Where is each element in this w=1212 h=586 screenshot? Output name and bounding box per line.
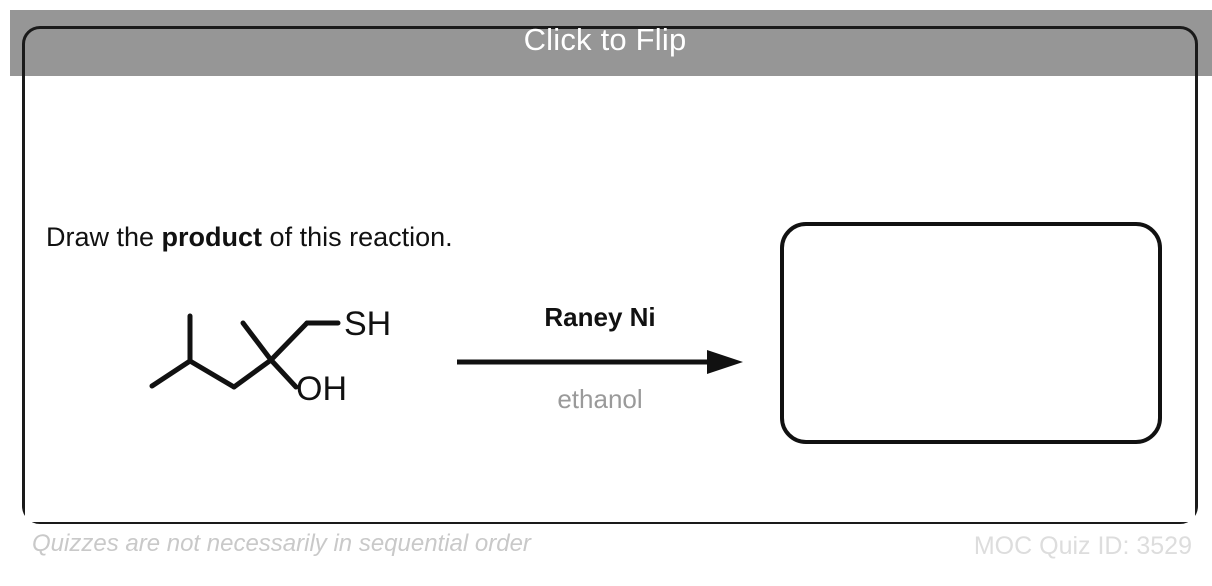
bond-methyl-to-ch [149, 358, 193, 389]
reaction-arrow-icon [457, 350, 743, 374]
prompt-text-before: Draw the [46, 222, 162, 252]
flashcard[interactable] [22, 26, 1198, 524]
bond-cq-to-methyl [240, 320, 274, 363]
bond-ch-to-ch2 [187, 358, 237, 390]
reaction-arrow-block: Raney Ni ethanol [455, 300, 755, 430]
header-band [10, 10, 1212, 76]
prompt-text-after: of this reaction. [262, 222, 453, 252]
bond-cq-to-ch2sh [268, 320, 310, 363]
solvent-label-ethanol: ethanol [557, 384, 643, 414]
label-sh: SH [344, 305, 391, 343]
reagent-label-raney-ni: Raney Ni [544, 302, 656, 332]
click-to-flip-label[interactable]: Click to Flip [523, 22, 687, 57]
prompt-text-emphasis: product [161, 222, 263, 252]
quiz-id-label: MOC Quiz ID: 3529 [973, 532, 1192, 560]
bond-cq-to-oh [268, 357, 299, 390]
footer-note: Quizzes are not necessarily in sequentia… [32, 530, 531, 557]
label-oh: OH [296, 370, 347, 408]
starting-material-structure: SH OH [130, 290, 420, 420]
answer-box[interactable] [780, 222, 1162, 444]
arrow-head [707, 350, 743, 374]
prompt-text: Draw the product of this reaction. [46, 222, 453, 253]
bond-ch2-to-cq [231, 357, 274, 390]
skeletal-structure-svg: SH OH [149, 305, 391, 408]
